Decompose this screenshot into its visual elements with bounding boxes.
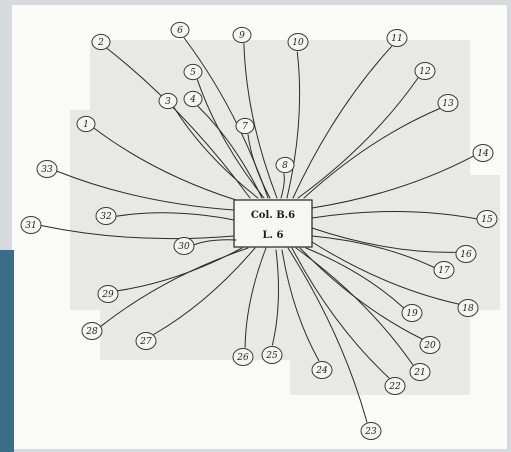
center-box-line1: Col. B.6 bbox=[251, 210, 295, 221]
node-label-13: 13 bbox=[442, 99, 454, 109]
node-label-28: 28 bbox=[85, 327, 98, 337]
node-label-1: 1 bbox=[83, 120, 89, 130]
node-label-12: 12 bbox=[419, 67, 431, 77]
node-label-27: 27 bbox=[139, 337, 152, 347]
node-label-7: 7 bbox=[242, 122, 248, 132]
node-label-15: 15 bbox=[481, 215, 493, 225]
node-label-26: 26 bbox=[236, 353, 249, 363]
node-label-16: 16 bbox=[460, 250, 472, 260]
center-box-line2: L. 6 bbox=[263, 230, 284, 241]
node-label-3: 3 bbox=[165, 97, 171, 107]
photo-edge bbox=[0, 250, 14, 452]
node-label-29: 29 bbox=[101, 290, 114, 300]
node-label-21: 21 bbox=[413, 368, 425, 378]
node-label-5: 5 bbox=[190, 68, 196, 78]
node-label-2: 2 bbox=[97, 38, 104, 48]
node-label-32: 32 bbox=[100, 212, 112, 222]
node-label-18: 18 bbox=[462, 304, 474, 314]
node-label-19: 19 bbox=[406, 309, 418, 319]
node-label-30: 30 bbox=[178, 242, 190, 252]
node-label-10: 10 bbox=[292, 38, 304, 48]
node-label-9: 9 bbox=[239, 31, 245, 41]
node-label-6: 6 bbox=[177, 26, 183, 36]
node-label-17: 17 bbox=[438, 266, 450, 276]
node-label-33: 33 bbox=[41, 165, 53, 175]
node-label-24: 24 bbox=[315, 366, 328, 376]
node-label-22: 22 bbox=[388, 382, 401, 392]
node-label-11: 11 bbox=[391, 34, 402, 44]
node-label-4: 4 bbox=[189, 95, 196, 105]
node-label-23: 23 bbox=[364, 427, 377, 437]
node-label-8: 8 bbox=[282, 161, 288, 171]
node-label-25: 25 bbox=[265, 351, 278, 361]
node-label-14: 14 bbox=[477, 149, 489, 159]
node-label-20: 20 bbox=[423, 341, 436, 351]
node-label-31: 31 bbox=[25, 221, 36, 231]
